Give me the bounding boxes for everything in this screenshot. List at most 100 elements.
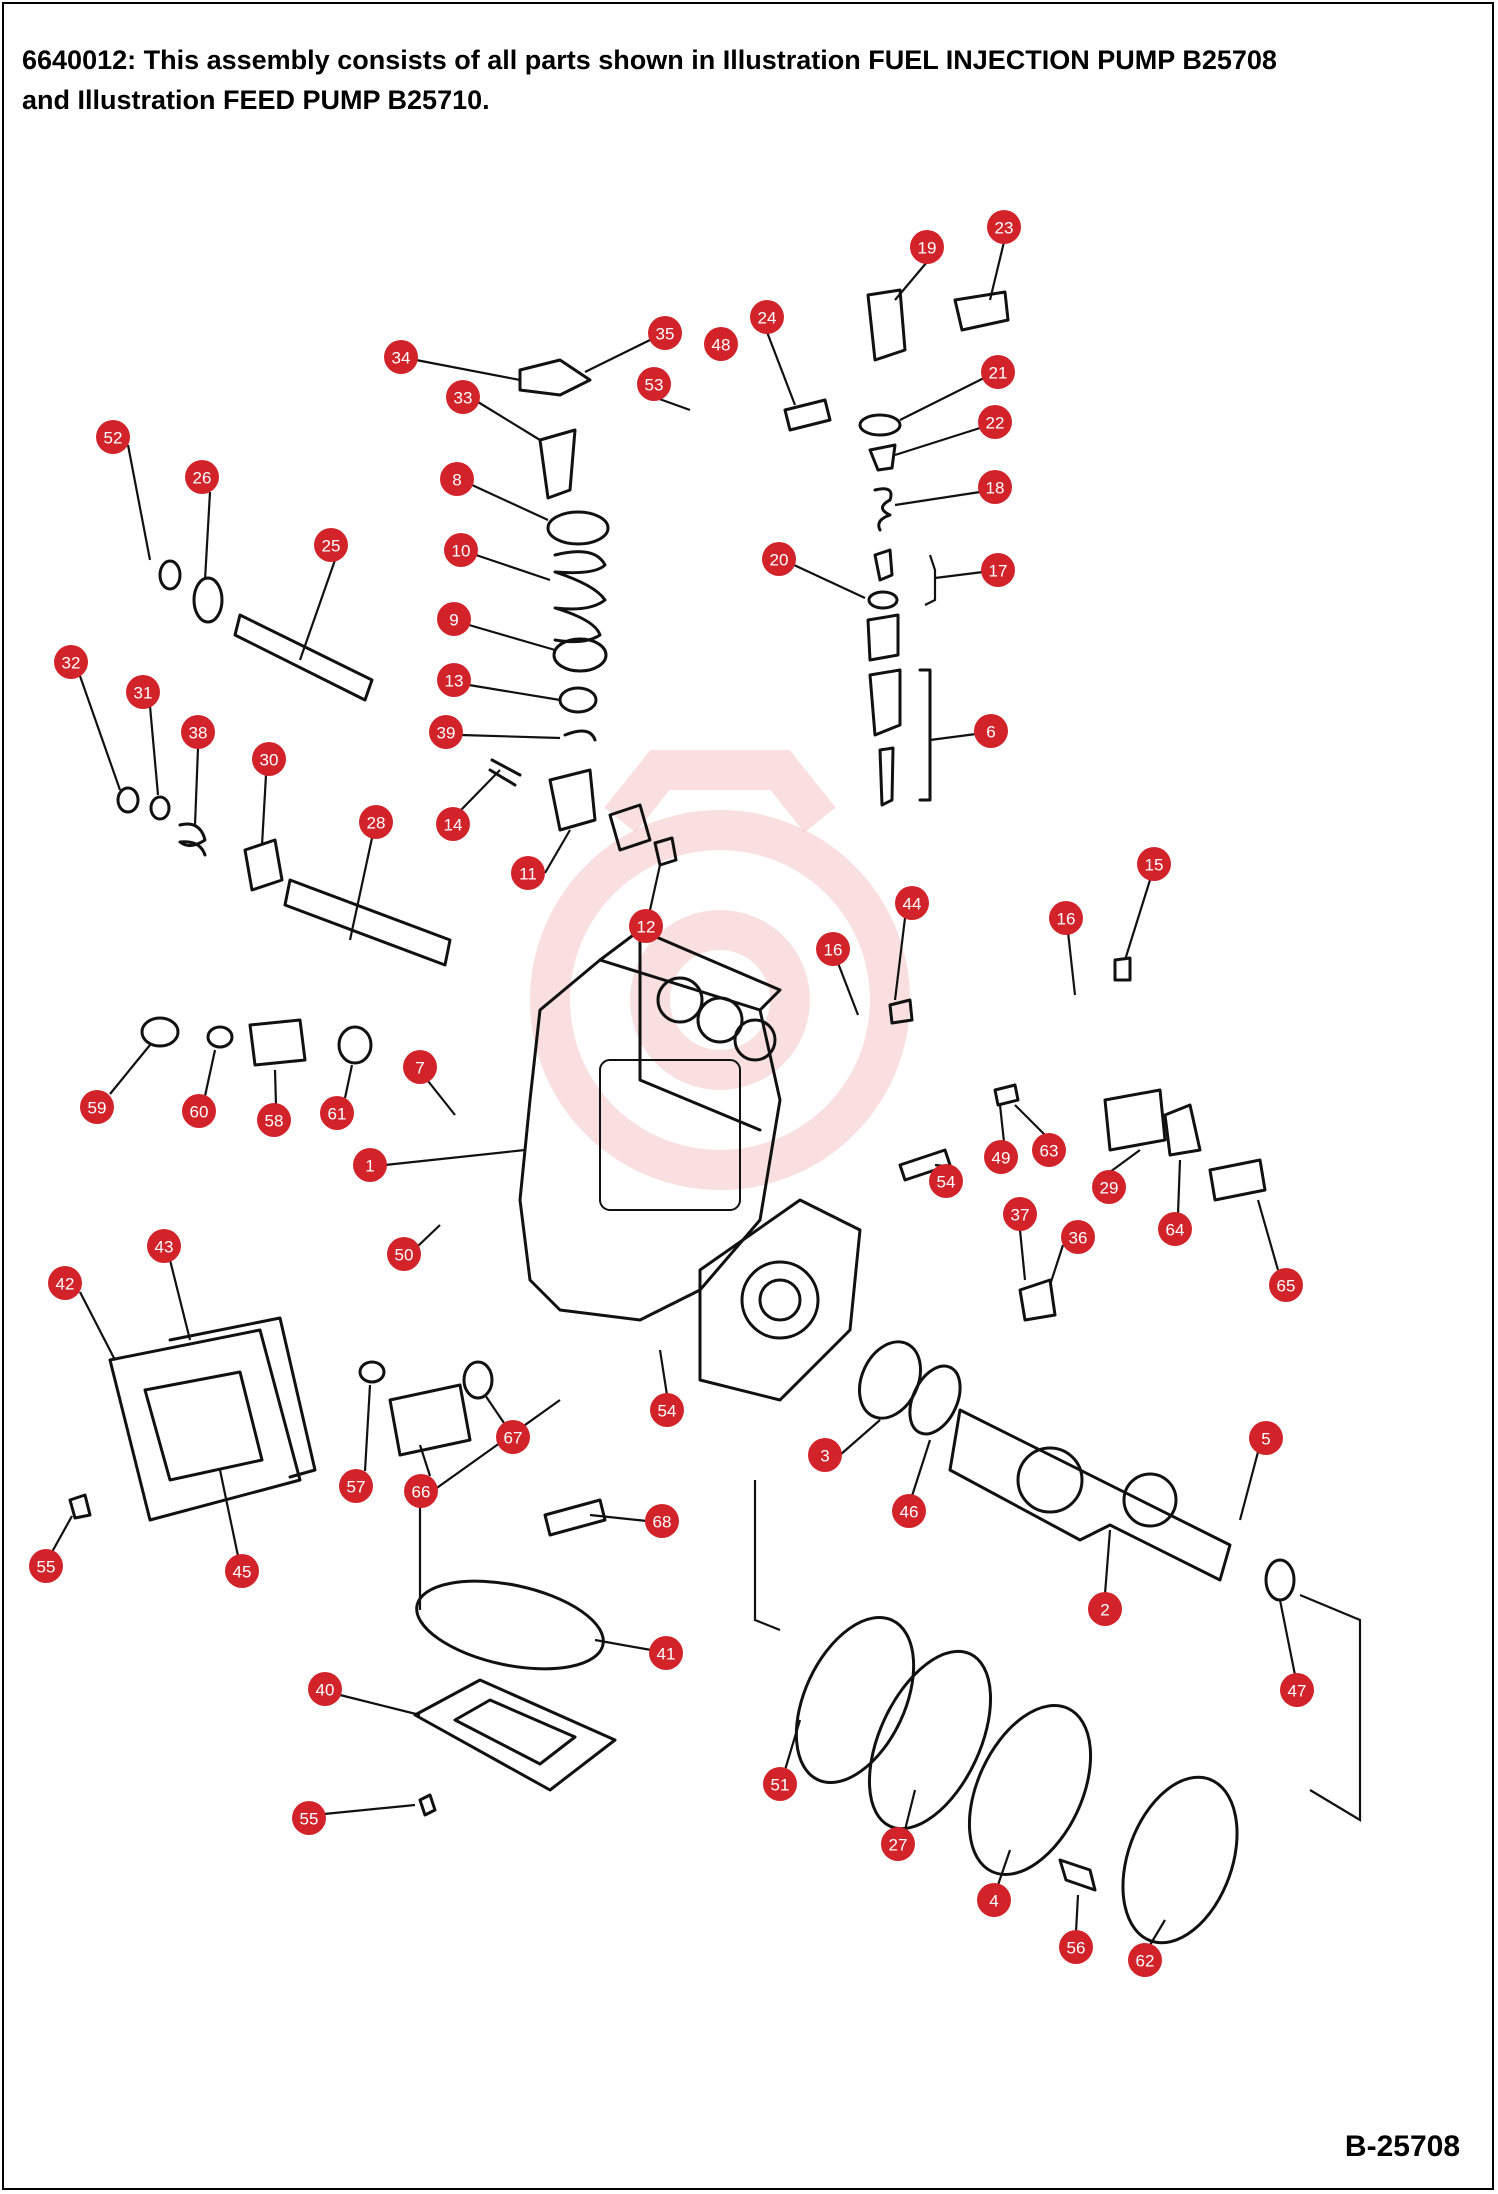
callout-18: 18 — [978, 470, 1012, 504]
callout-12: 12 — [629, 909, 663, 943]
callout-number: 47 — [1288, 1682, 1307, 1701]
callout-52: 52 — [96, 420, 130, 454]
callout-number: 42 — [56, 1275, 75, 1294]
callout-10: 10 — [444, 533, 478, 567]
callout-number: 38 — [189, 724, 208, 743]
callout-marker — [704, 327, 738, 361]
callout-number: 1 — [365, 1157, 374, 1176]
pump-housing — [518, 928, 862, 1402]
callout-number: 62 — [1136, 1952, 1155, 1971]
callout-number: 44 — [903, 895, 922, 914]
callout-67: 67 — [496, 1420, 530, 1454]
callout-53: 53 — [637, 367, 671, 401]
callout-number: 48 — [712, 336, 731, 355]
callout-45: 45 — [225, 1554, 259, 1588]
assembly-description-line-2: and Illustration FEED PUMP B25710. — [22, 85, 490, 115]
callout-1: 1 — [353, 1148, 387, 1182]
callout-number: 26 — [193, 469, 212, 488]
callout-number: 9 — [449, 611, 458, 630]
callout-number: 54 — [937, 1173, 956, 1192]
callout-37: 37 — [1003, 1197, 1037, 1231]
callout-number: 2 — [1100, 1601, 1109, 1620]
callout-marker — [314, 528, 348, 562]
callout-number: 7 — [415, 1059, 424, 1078]
callout-marker — [750, 300, 784, 334]
callout-number: 64 — [1166, 1221, 1185, 1240]
callout-number: 16 — [824, 941, 843, 960]
callout-49: 49 — [984, 1140, 1018, 1174]
callout-marker — [404, 1474, 438, 1508]
callout-46: 46 — [892, 1494, 926, 1528]
callout-65: 65 — [1269, 1268, 1303, 1302]
callout-marker — [308, 1672, 342, 1706]
callout-marker — [648, 316, 682, 350]
callout-number: 33 — [454, 389, 473, 408]
callout-29: 29 — [1092, 1170, 1126, 1204]
callout-marker — [147, 1229, 181, 1263]
callout-number: 55 — [300, 1810, 319, 1829]
callout-number: 66 — [412, 1483, 431, 1502]
callout-marker — [429, 715, 463, 749]
callout-number: 31 — [134, 684, 153, 703]
callout-marker — [496, 1420, 530, 1454]
callout-marker — [1049, 901, 1083, 935]
callout-marker — [403, 1050, 437, 1084]
callout-number: 27 — [889, 1836, 908, 1855]
callout-marker — [436, 807, 470, 841]
callout-marker — [762, 542, 796, 576]
callout-number: 35 — [656, 325, 675, 344]
callout-marker — [252, 742, 286, 776]
callout-marker — [910, 230, 944, 264]
callout-number: 46 — [900, 1503, 919, 1522]
callout-number: 17 — [989, 562, 1008, 581]
callout-40: 40 — [308, 1672, 342, 1706]
callout-5: 5 — [1249, 1421, 1283, 1455]
callout-54: 54 — [929, 1164, 963, 1198]
callout-6: 6 — [974, 714, 1008, 748]
callout-number: 34 — [392, 349, 411, 368]
callout-56: 56 — [1059, 1930, 1093, 1964]
callout-marker — [359, 805, 393, 839]
callout-63: 63 — [1032, 1133, 1066, 1167]
callout-number: 52 — [104, 429, 123, 448]
delivery-valve-stack — [783, 288, 1010, 807]
callout-60: 60 — [182, 1094, 216, 1128]
callout-marker — [892, 1494, 926, 1528]
callout-marker — [1249, 1421, 1283, 1455]
callout-35: 35 — [648, 316, 682, 350]
callout-number: 56 — [1067, 1939, 1086, 1958]
callout-41: 41 — [649, 1636, 683, 1670]
left-fittings — [140, 1016, 373, 1067]
callout-marker — [929, 1164, 963, 1198]
callout-20: 20 — [762, 542, 796, 576]
callout-11: 11 — [511, 856, 545, 890]
leader-lines — [51, 241, 1297, 1946]
right-fittings — [888, 956, 1267, 1322]
callout-number: 54 — [658, 1402, 677, 1421]
callout-marker — [629, 909, 663, 943]
callout-48: 48 — [704, 327, 738, 361]
callout-marker — [387, 1237, 421, 1271]
callout-marker — [339, 1469, 373, 1503]
callout-number: 22 — [986, 414, 1005, 433]
callout-54: 54 — [650, 1393, 684, 1427]
callout-number: 65 — [1277, 1277, 1296, 1296]
callout-number: 18 — [986, 479, 1005, 498]
callout-marker — [1059, 1930, 1093, 1964]
callout-34: 34 — [384, 340, 418, 374]
callout-50: 50 — [387, 1237, 421, 1271]
callout-marker — [437, 602, 471, 636]
callout-marker — [437, 663, 471, 697]
callout-3: 3 — [808, 1438, 842, 1472]
callout-marker — [1092, 1170, 1126, 1204]
callout-number: 8 — [452, 471, 461, 490]
callout-30: 30 — [252, 742, 286, 776]
callout-number: 45 — [233, 1563, 252, 1582]
callout-number: 21 — [989, 364, 1008, 383]
bearings-and-plates — [794, 1340, 1239, 1945]
callout-number: 25 — [322, 537, 341, 556]
callout-marker — [29, 1549, 63, 1583]
callout-number: 41 — [657, 1645, 676, 1664]
